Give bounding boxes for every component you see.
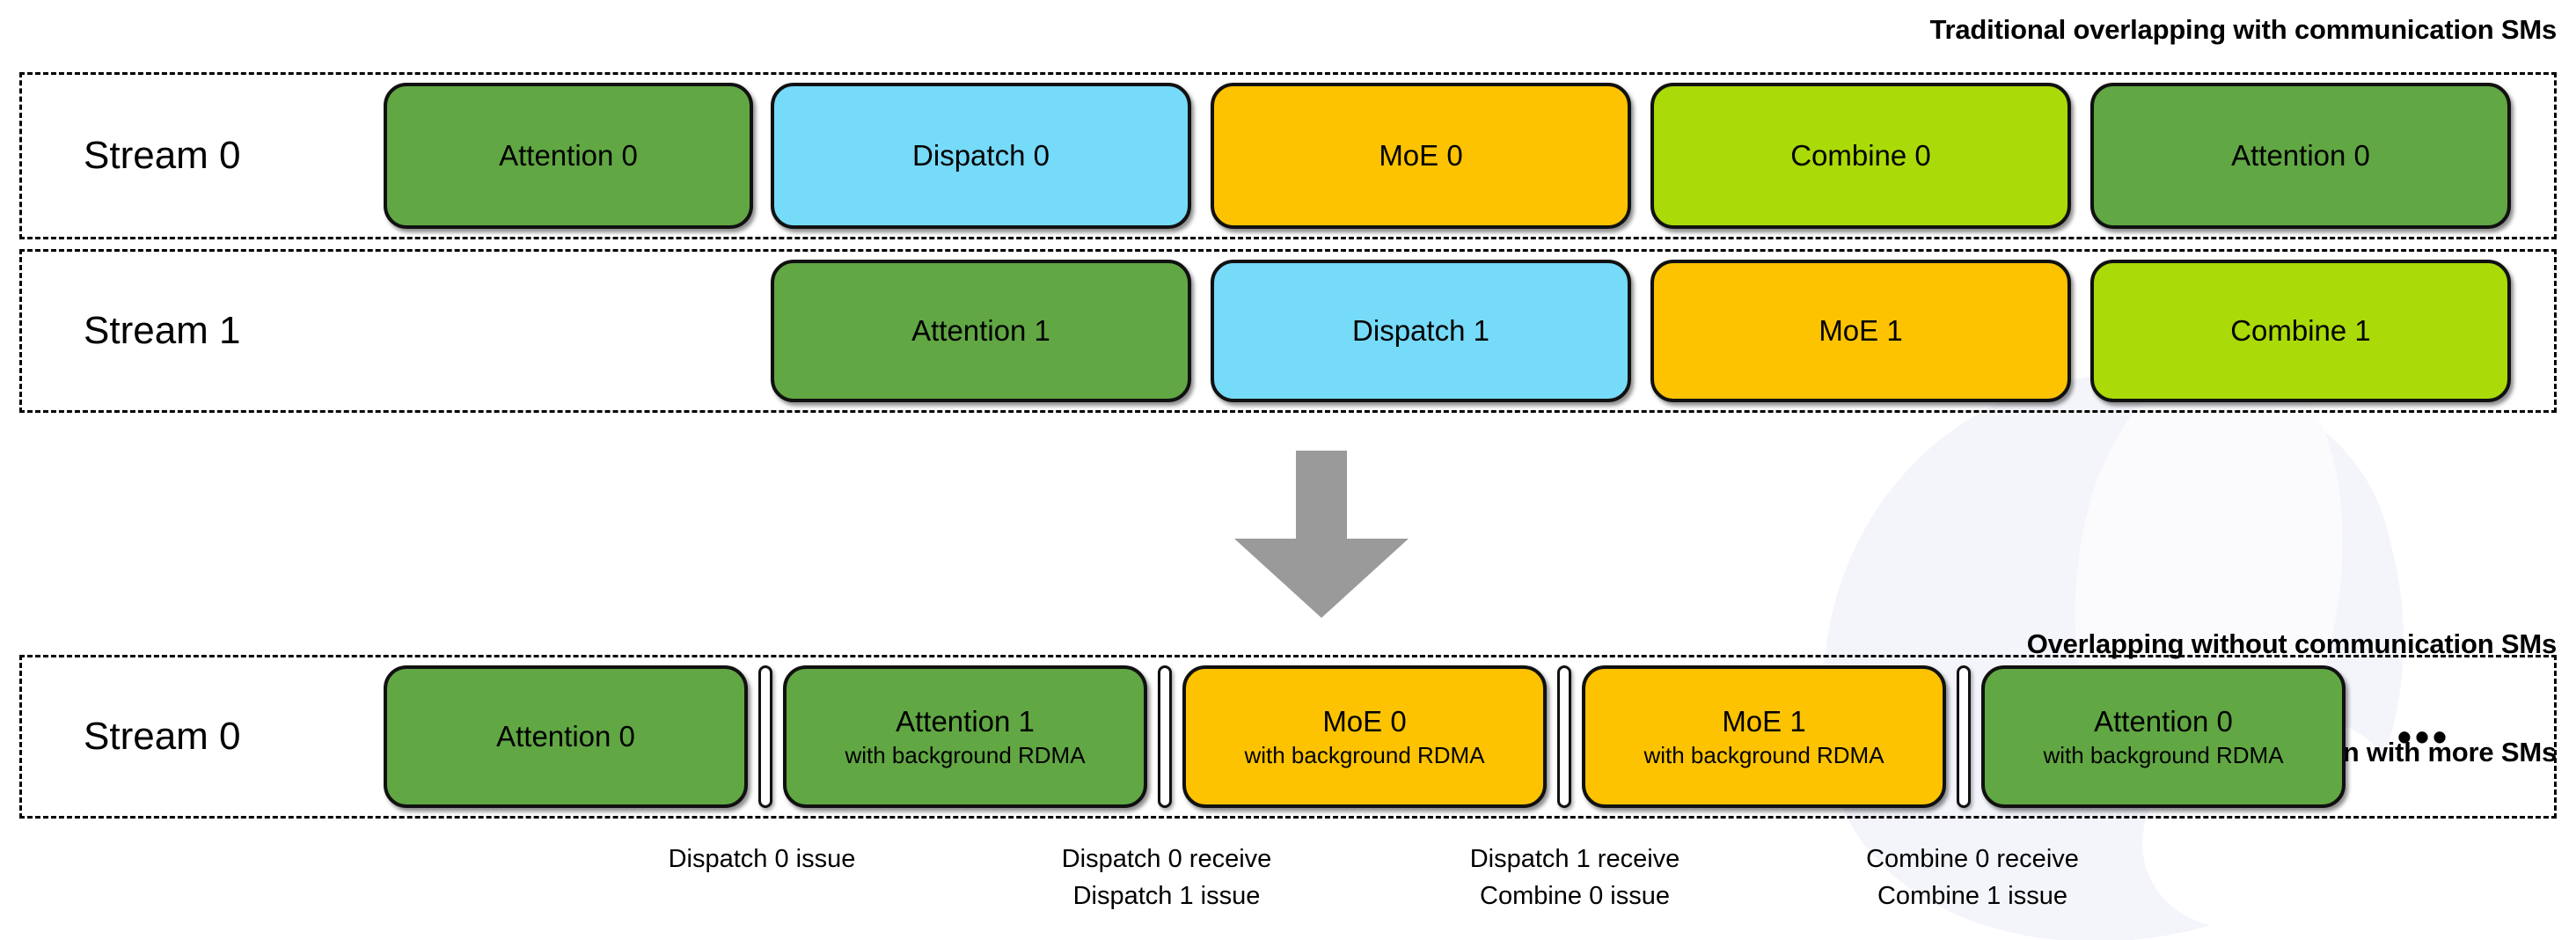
block-separator-bar	[1557, 665, 1571, 808]
task-block-title: Dispatch 1	[1352, 314, 1489, 348]
task-block[interactable]: Combine 1	[2090, 260, 2511, 402]
event-caption: Dispatch 1 receive Combine 0 issue	[1469, 845, 1680, 911]
task-block[interactable]: Attention 0	[384, 665, 748, 808]
task-block[interactable]: Combine 0	[1650, 83, 2071, 229]
task-block[interactable]: Attention 1	[771, 260, 1191, 402]
task-block-subtitle: with background RDMA	[1643, 741, 1884, 768]
task-block[interactable]: MoE 0	[1211, 83, 1631, 229]
task-block[interactable]: Attention 1 with background RDMA	[783, 665, 1147, 808]
task-block[interactable]: Attention 0 with background RDMA	[1981, 665, 2345, 808]
event-caption: Dispatch 0 issue	[668, 845, 856, 873]
task-block-title: MoE 0	[1322, 704, 1407, 738]
event-caption: Combine 0 receive Combine 1 issue	[1866, 845, 2079, 911]
task-block-title: Attention 0	[2231, 139, 2370, 173]
task-block-subtitle: with background RDMA	[1244, 741, 1485, 768]
block-separator-bar	[1957, 665, 1971, 808]
task-block-title: MoE 1	[1819, 314, 1903, 348]
task-block-title: MoE 1	[1722, 704, 1806, 738]
task-block-subtitle: with background RDMA	[845, 741, 1086, 768]
stream-row-top-0: Stream 0	[19, 72, 2557, 239]
event-caption: Dispatch 0 receive Dispatch 1 issue	[1061, 845, 1272, 911]
task-block-title: Dispatch 0	[912, 139, 1050, 173]
task-block-title: Combine 1	[2230, 314, 2371, 348]
stream-row-top-1: Stream 1	[19, 249, 2557, 413]
task-block[interactable]: Attention 0	[2090, 83, 2511, 229]
block-separator-bar	[758, 665, 772, 808]
stream-label-bottom-0: Stream 0	[84, 715, 241, 758]
task-block[interactable]: MoE 1 with background RDMA	[1582, 665, 1946, 808]
task-block[interactable]: MoE 1	[1650, 260, 2071, 402]
task-block-title: Attention 0	[496, 720, 635, 753]
task-block-title: Attention 0	[499, 139, 638, 173]
task-block[interactable]: Attention 0	[384, 83, 753, 229]
task-block-title: Attention 0	[2094, 704, 2233, 738]
top-section-heading: Traditional overlapping with communicati…	[1929, 14, 2558, 45]
bottom-heading-line-1: Overlapping without communication SMs	[2026, 628, 2558, 659]
task-block-title: Combine 0	[1790, 139, 1931, 173]
task-block-title: Attention 1	[911, 314, 1050, 348]
stream-label-top-0: Stream 0	[84, 134, 241, 177]
transition-down-arrow	[1234, 451, 1409, 618]
task-block-subtitle: with background RDMA	[2043, 741, 2284, 768]
stream-label-top-1: Stream 1	[84, 309, 241, 352]
task-block[interactable]: Dispatch 1	[1211, 260, 1631, 402]
task-block[interactable]: MoE 0 with background RDMA	[1182, 665, 1547, 808]
task-block-title: Attention 1	[896, 704, 1035, 738]
stream-row-bottom-0: Stream 0 •••	[19, 655, 2557, 819]
continuation-ellipsis: •••	[2397, 714, 2451, 760]
block-separator-bar	[1158, 665, 1172, 808]
task-block-title: MoE 0	[1379, 139, 1463, 173]
task-block[interactable]: Dispatch 0	[771, 83, 1191, 229]
